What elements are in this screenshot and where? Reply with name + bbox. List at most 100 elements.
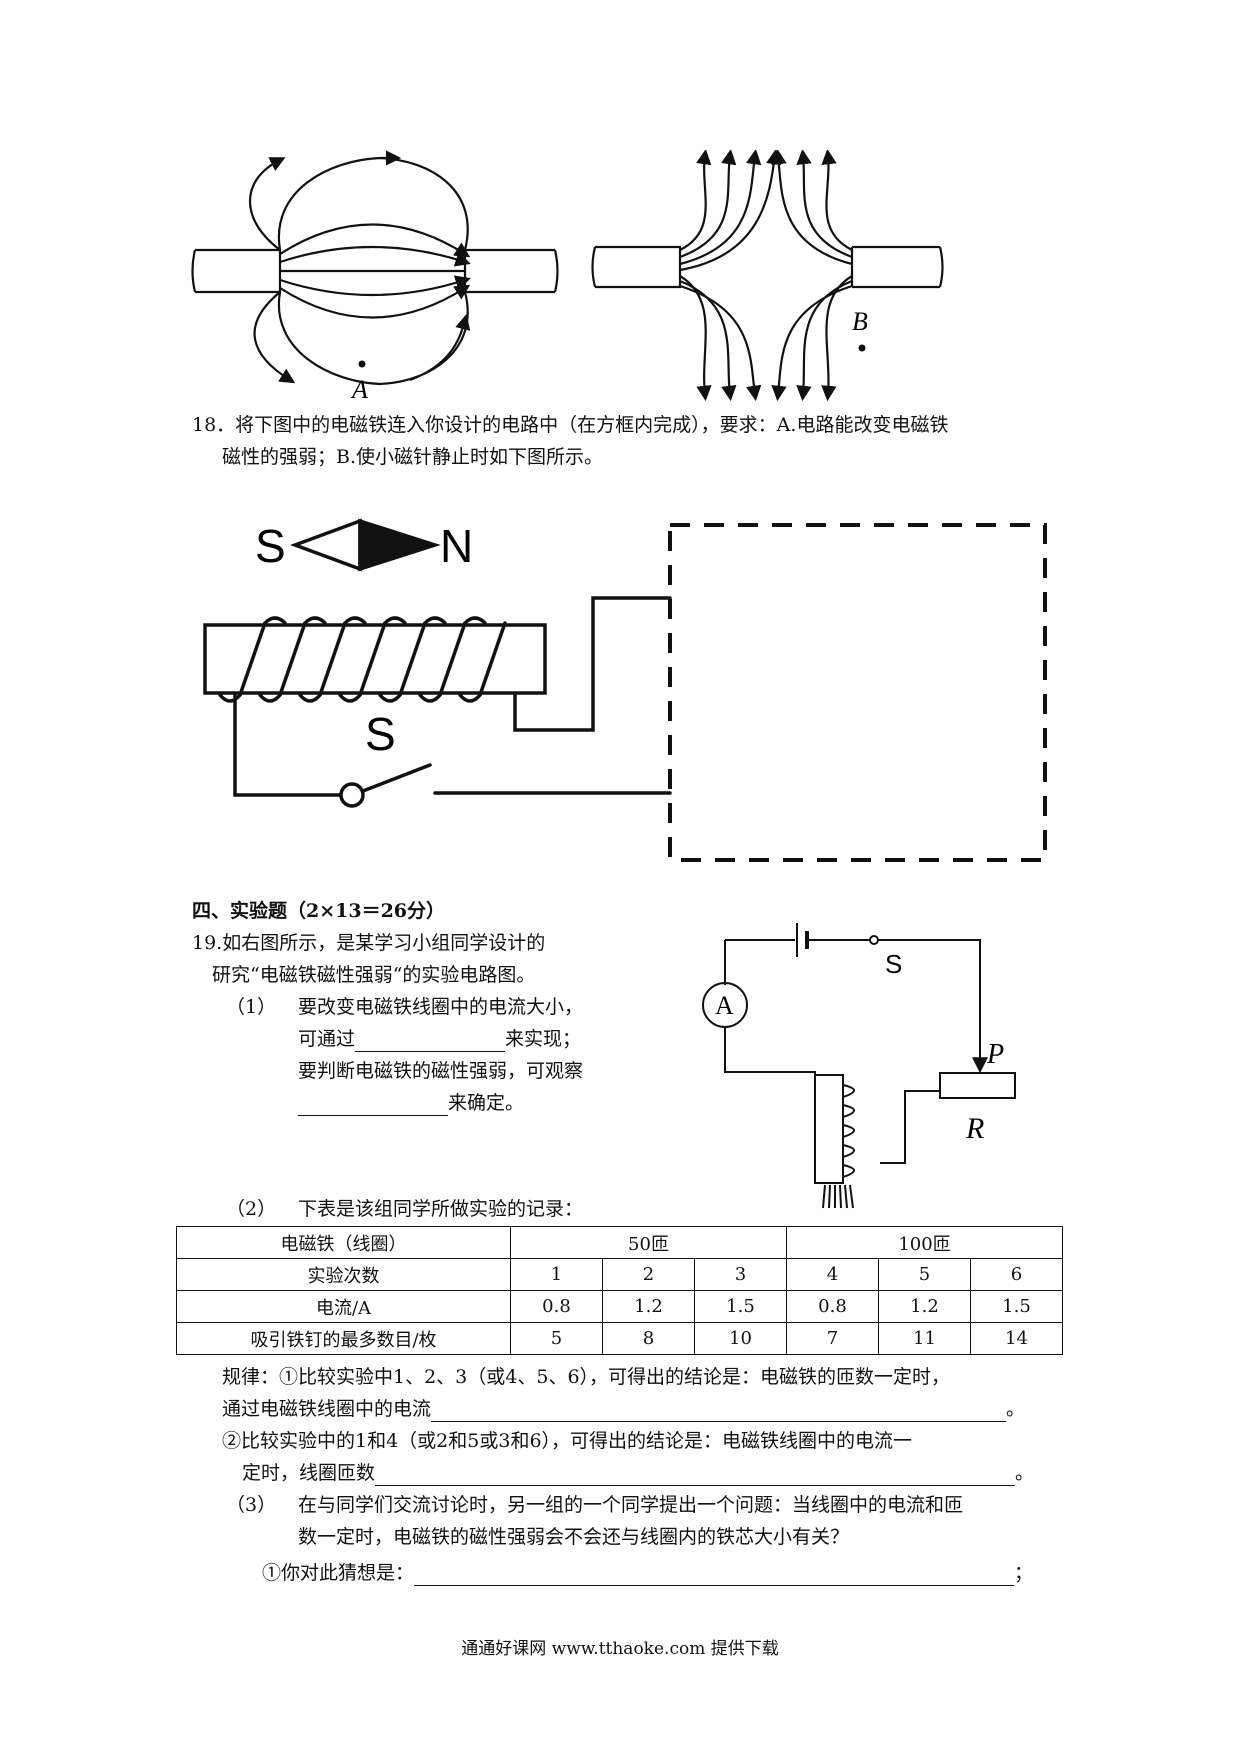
point-A-dot <box>358 360 366 368</box>
field-line <box>821 150 853 251</box>
q18-line-1: 18．将下图中的电磁铁连入你设计的电路中（在方框内完成），要求：A.电路能改变电… <box>192 414 949 436</box>
table-cell: 1.5 <box>970 1290 1063 1323</box>
table-row: 电磁铁（线圈） 50匝 100匝 <box>176 1226 1063 1259</box>
iron-core <box>203 623 547 695</box>
wire-left-bottom <box>724 1027 816 1075</box>
section-4-heading: 四、实验题（2×13＝26分） <box>192 900 446 922</box>
needle-s-half <box>289 518 362 572</box>
field-line <box>253 291 296 384</box>
table-cell: 电流/A <box>176 1290 511 1323</box>
switch-label-S: S <box>365 708 396 760</box>
q19-part1-line-b: 可通过 来实现； <box>298 1026 581 1052</box>
wire-top-right <box>920 939 988 1074</box>
rule2-b-text: 定时，线圈匝数 <box>242 1462 376 1484</box>
q19-part1-b-suffix: 来实现； <box>505 1028 582 1050</box>
magnetic-field-figure: A B <box>191 150 944 404</box>
answer-blank-rule1[interactable] <box>431 1401 1007 1422</box>
q19-part1-line-d: 来确定。 <box>298 1090 524 1116</box>
q19-part3-c-text: ①你对此猜想是： <box>262 1562 415 1584</box>
answer-blank-current-method[interactable] <box>355 1031 506 1052</box>
field-line <box>279 245 471 267</box>
answer-blank-guess[interactable] <box>414 1565 1015 1586</box>
q19-line-2: 研究“电磁铁磁性强弱“的实验电路图。 <box>212 964 536 986</box>
label-A: A <box>350 375 368 404</box>
left-magnet-left-bar <box>195 248 282 294</box>
field-line <box>796 150 853 259</box>
field-line <box>279 223 471 258</box>
table-cell: 14 <box>970 1322 1063 1355</box>
wire-rheostat <box>880 1090 940 1164</box>
field-line <box>277 156 469 251</box>
table-cell: 5 <box>510 1322 603 1355</box>
iron-filings <box>822 1184 854 1209</box>
rule2-line-b: 定时，线圈匝数。 <box>242 1460 1034 1486</box>
needle-n-half <box>358 518 441 572</box>
left-magnet-right-bar <box>463 248 555 294</box>
table-cell: 4 <box>786 1258 879 1291</box>
experiment-record-table: 电磁铁（线圈） 50匝 100匝 实验次数 1 2 3 4 5 6 电流/A 0… <box>176 1226 1063 1355</box>
table-cell: 1 <box>510 1258 603 1291</box>
q19-part2-num: （2） <box>226 1198 277 1220</box>
q19-line-1: 19.如右图所示，是某学习小组同学设计的 <box>192 932 546 954</box>
q18-line-2: 磁性的强弱；B.使小磁针静止时如下图所示。 <box>222 446 604 468</box>
table-cell: 吸引铁钉的最多数目/枚 <box>176 1322 511 1355</box>
switch-blade <box>361 763 432 793</box>
table-cell: 3 <box>694 1258 787 1291</box>
q19-part1-line-a: 要改变电磁铁线圈中的电流大小， <box>298 996 584 1018</box>
field-line <box>679 279 737 402</box>
table-cell: 1.2 <box>878 1290 971 1323</box>
point-B-dot <box>858 344 866 352</box>
rule1-b-text: 通过电磁铁线圈中的电流 <box>222 1398 432 1420</box>
table-cell: 11 <box>878 1322 971 1355</box>
switch-label: S <box>885 949 902 979</box>
table-cell: 0.8 <box>786 1290 879 1323</box>
ammeter-label: A <box>715 991 734 1020</box>
label-B: B <box>852 307 868 336</box>
like-poles-diagram <box>591 150 944 402</box>
q19-part3-line-c: ①你对此猜想是：； <box>262 1560 1033 1586</box>
slider-label-P: P <box>986 1039 1004 1070</box>
field-line <box>679 284 762 402</box>
field-line <box>679 150 737 259</box>
rule2-line-a: ②比较实验中的1和4（或2和5或3和6），可得出的结论是：电磁铁线圈中的电流一 <box>222 1430 913 1452</box>
answer-blank-rule2[interactable] <box>375 1465 1016 1486</box>
field-line <box>796 279 853 402</box>
table-cell: 7 <box>786 1322 879 1355</box>
electromagnet-circuit-figure: S N S <box>203 518 1047 862</box>
q19-part1-b-prefix: 可通过 <box>298 1028 356 1050</box>
table-cell: 实验次数 <box>176 1258 511 1291</box>
switch-pivot <box>869 935 879 945</box>
electromagnet-coil <box>842 1084 855 1178</box>
table-cell: 50匝 <box>510 1226 787 1259</box>
field-line <box>279 284 471 319</box>
answer-blank-observation[interactable] <box>298 1095 448 1116</box>
coil-windings <box>218 616 507 703</box>
resistor-label-R: R <box>965 1112 984 1145</box>
field-line <box>279 275 471 297</box>
table-cell: 0.8 <box>510 1290 603 1323</box>
field-line <box>679 150 762 266</box>
q19-part3-line-a: 在与同学们交流讨论时，另一组的一个同学提出一个问题：当线圈中的电流和匝 <box>298 1494 964 1516</box>
opposite-poles-diagram <box>191 150 559 386</box>
table-cell: 1.2 <box>602 1290 695 1323</box>
wire-right-coil <box>513 596 672 732</box>
rheostat-body <box>939 1072 1016 1099</box>
q19-part3-num: （3） <box>226 1494 277 1516</box>
needle-label-S: S <box>255 520 286 572</box>
field-line <box>679 150 712 251</box>
field-line <box>771 150 853 266</box>
q19-part1-num: （1） <box>226 996 277 1018</box>
needle-label-N: N <box>440 520 473 572</box>
table-cell: 2 <box>602 1258 695 1291</box>
table-cell: 100匝 <box>786 1226 1063 1259</box>
q19-part2-text: 下表是该组同学所做实验的记录： <box>298 1198 584 1220</box>
q19-part1-d-suffix: 来确定。 <box>448 1092 525 1114</box>
field-line <box>771 284 853 402</box>
table-cell: 8 <box>602 1322 695 1355</box>
table-cell: 6 <box>970 1258 1063 1291</box>
wire-left <box>233 693 342 797</box>
field-line <box>409 314 471 382</box>
q19-part3-line-b: 数一定时，电磁铁的磁性强弱会不会还与线圈内的铁芯大小有关？ <box>298 1526 850 1548</box>
table-cell: 1.5 <box>694 1290 787 1323</box>
table-row: 实验次数 1 2 3 4 5 6 <box>176 1258 1063 1291</box>
